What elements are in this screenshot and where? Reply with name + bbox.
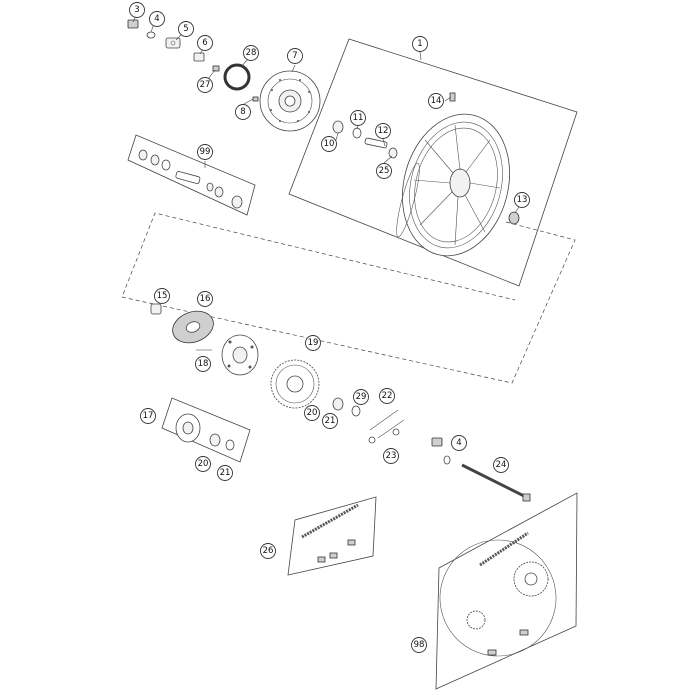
callout-20-b: 20: [195, 456, 211, 472]
distance-sleeve-part: [364, 137, 388, 149]
washer-part-b: [443, 455, 451, 465]
callout-98: 98: [411, 637, 427, 653]
svg-text:21: 21: [220, 468, 231, 478]
bearing-part-20a: [332, 397, 344, 411]
svg-text:17: 17: [143, 411, 154, 421]
callout-21-a: 21: [322, 413, 338, 429]
sprocket-carrier-part: [221, 334, 259, 376]
axle-part: [461, 463, 531, 502]
callout-8: 8: [235, 104, 251, 120]
svg-text:98: 98: [414, 640, 425, 650]
callout-19: 19: [305, 335, 321, 351]
svg-text:3: 3: [134, 5, 139, 15]
bolt-small-part: [252, 96, 259, 102]
seal-part-29: [351, 405, 361, 417]
callout-21-b: 21: [217, 465, 233, 481]
callout-16: 16: [197, 291, 213, 307]
svg-text:20: 20: [198, 459, 209, 469]
callout-10: 10: [321, 136, 337, 152]
abs-ring-part: [223, 63, 251, 91]
callout-11: 11: [350, 110, 366, 126]
svg-text:5: 5: [183, 24, 188, 34]
svg-text:4: 4: [154, 14, 159, 24]
axle-nut-part: [127, 19, 139, 29]
svg-text:26: 26: [263, 546, 274, 556]
svg-text:8: 8: [240, 107, 245, 117]
hub-kit-frame: [161, 397, 251, 463]
seal-part: [352, 127, 362, 139]
callout-24: 24: [493, 457, 509, 473]
chain-adjuster-part: [368, 409, 405, 444]
axle-nut-part-b: [431, 437, 443, 447]
bearing-kit-parts: [138, 149, 243, 209]
spacer-part: [193, 52, 205, 62]
svg-text:7: 7: [292, 51, 297, 61]
svg-text:29: 29: [356, 392, 367, 402]
callout-20-a: 20: [304, 405, 320, 421]
callout-22: 22: [379, 388, 395, 404]
svg-text:6: 6: [202, 38, 207, 48]
callout-25: 25: [376, 163, 392, 179]
svg-text:24: 24: [496, 460, 507, 470]
callout-14: 14: [428, 93, 444, 109]
chain-kit-parts: [301, 503, 359, 563]
svg-text:25: 25: [379, 166, 390, 176]
callout-23: 23: [383, 448, 399, 464]
svg-text:99: 99: [200, 147, 211, 157]
callout-28: 28: [243, 45, 259, 61]
callout-13: 13: [514, 192, 530, 208]
damper-rubber-part: [172, 310, 214, 344]
callout-27: 27: [197, 77, 213, 93]
valve-part: [449, 92, 456, 102]
svg-text:20: 20: [307, 408, 318, 418]
callout-5: 5: [178, 21, 194, 37]
callout-4-b: 4: [451, 435, 467, 451]
rear-wheel-part: [396, 113, 510, 257]
bearing-right-part: [388, 147, 398, 159]
callout-12: 12: [375, 123, 391, 139]
washer-part: [146, 31, 156, 39]
brake-disc-part: [259, 70, 321, 132]
svg-text:21: 21: [325, 416, 336, 426]
svg-text:11: 11: [353, 113, 364, 123]
callout-3: 3: [129, 2, 145, 18]
callout-18: 18: [195, 356, 211, 372]
callout-15: 15: [154, 288, 170, 304]
adjuster-block-part: [165, 37, 181, 49]
rim-spacer-part: [508, 211, 520, 225]
hub-kit-parts: [175, 413, 235, 451]
svg-text:15: 15: [157, 291, 168, 301]
svg-text:14: 14: [431, 96, 442, 106]
assembly-dashed-outline: [121, 212, 576, 384]
callout-99: 99: [197, 144, 213, 160]
callout-4: 4: [149, 11, 165, 27]
svg-text:19: 19: [308, 338, 319, 348]
svg-text:4: 4: [456, 438, 461, 448]
svg-text:28: 28: [246, 48, 257, 58]
svg-text:16: 16: [200, 294, 211, 304]
callout-1: 1: [412, 36, 428, 52]
svg-text:18: 18: [198, 359, 209, 369]
bearing-kit-frame: [127, 134, 256, 216]
drive-kit-parts: [439, 531, 557, 657]
svg-text:27: 27: [200, 80, 211, 90]
callout-7: 7: [287, 48, 303, 64]
svg-text:13: 13: [517, 195, 528, 205]
callout-29: 29: [353, 389, 369, 405]
callout-26: 26: [260, 543, 276, 559]
svg-text:1: 1: [417, 39, 422, 49]
rear-sprocket-part: [270, 359, 320, 409]
svg-text:23: 23: [386, 451, 397, 461]
bearing-left-part: [332, 120, 344, 134]
callout-17: 17: [140, 408, 156, 424]
screw-small-part: [212, 65, 220, 72]
callout-6: 6: [197, 35, 213, 51]
svg-text:22: 22: [382, 391, 393, 401]
sleeve-part: [150, 303, 162, 315]
svg-text:10: 10: [324, 139, 335, 149]
chain-kit-frame: [287, 496, 377, 576]
svg-text:12: 12: [378, 126, 389, 136]
